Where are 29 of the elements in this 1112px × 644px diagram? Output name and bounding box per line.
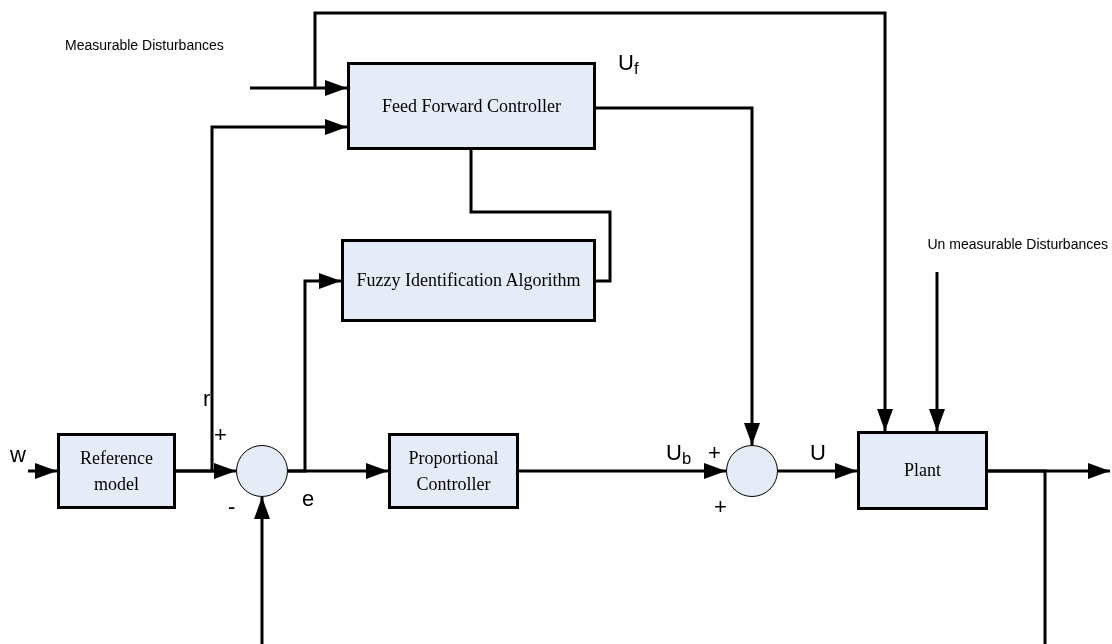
signal-label: Un measurable Disturbances xyxy=(927,236,1108,254)
arrow xyxy=(519,463,726,479)
summing-junction xyxy=(236,445,288,497)
arrow xyxy=(596,106,760,445)
block-box: Fuzzy Identification Algorithm xyxy=(341,239,596,322)
arrow xyxy=(929,272,945,431)
signal-label: U$_{b}$ xyxy=(666,442,692,464)
block-box: Proportional Controller xyxy=(388,433,519,509)
summing-junction xyxy=(726,445,778,497)
signal-label: + xyxy=(214,424,227,446)
arrow xyxy=(313,11,893,431)
block-box: Plant xyxy=(857,431,988,510)
arrow xyxy=(176,119,347,473)
signal-label: r xyxy=(203,388,211,410)
signal-label: e xyxy=(302,488,315,510)
signal-label: + xyxy=(714,496,727,518)
arrow xyxy=(28,463,57,479)
arrow xyxy=(778,462,857,479)
signal-label: + xyxy=(708,442,721,464)
signal-label: U xyxy=(810,442,826,464)
block-box: Reference model xyxy=(57,433,176,509)
signal-label: w xyxy=(10,444,26,466)
arrow xyxy=(288,273,341,473)
signal-label: U$_{f}$ xyxy=(618,52,639,74)
signal-label: - xyxy=(228,496,236,518)
block-box: Feed Forward Controller xyxy=(347,62,596,150)
arrow xyxy=(254,497,270,644)
signal-label: Measurable Disturbances xyxy=(65,38,224,52)
arrow xyxy=(250,80,347,96)
